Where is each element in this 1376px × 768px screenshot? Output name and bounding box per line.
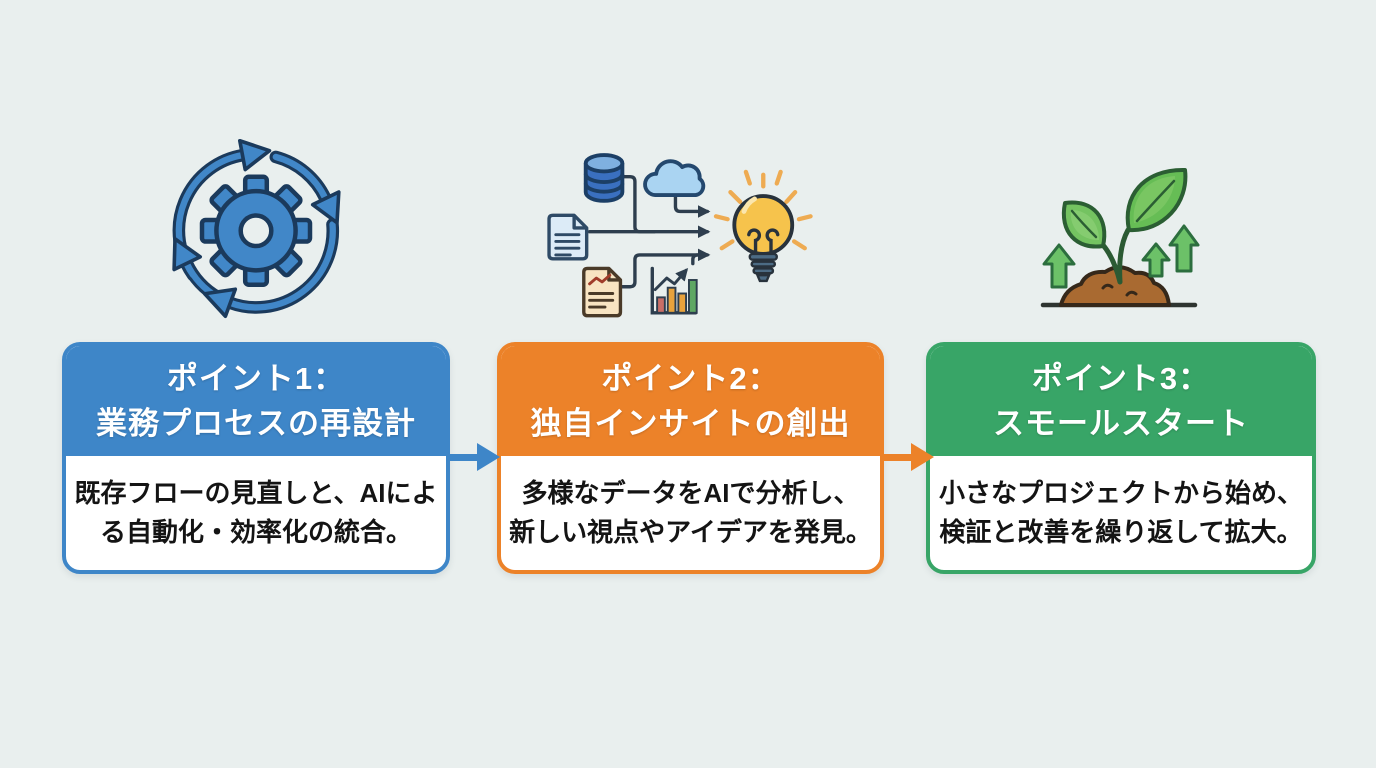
point-2-title-line1: ポイント2：	[601, 361, 780, 396]
point-3-card: ポイント3： スモールスタート 小さなプロジェクトから始め、 検証と改善を繰り返…	[926, 342, 1316, 574]
arrow-head-icon	[911, 443, 934, 471]
point-1-card: ポイント1： 業務プロセスの再設計 既存フローの見直しと、AIによ る自動化・効…	[62, 342, 450, 574]
lightbulb-icon	[713, 169, 813, 283]
gear	[199, 174, 313, 287]
point-1-body-line1: 既存フローの見直しと、AIによ	[74, 478, 438, 508]
point-2-body: 多様なデータをAIで分析し、 新しい視点やアイデアを発見。	[501, 456, 880, 570]
point-2-header: ポイント2： 独自インサイトの創出	[501, 346, 880, 456]
document-icon	[547, 213, 589, 261]
point-2-title-line2: 独自インサイトの創出	[530, 406, 851, 441]
cycle-arrows	[172, 138, 341, 319]
flow-arrows	[587, 175, 711, 289]
arrow-point1-to-point2	[449, 443, 500, 471]
sprout-growth-icon	[1021, 152, 1221, 322]
gear-cycle-icon	[166, 136, 346, 326]
gear-cycle-svg	[172, 138, 341, 319]
point-1-title-line2: 業務プロセスの再設計	[96, 406, 416, 441]
data-to-insight-svg	[547, 153, 813, 318]
point-2-body-line1: 多様なデータをAIで分析し、	[521, 478, 860, 508]
cloud-icon	[643, 159, 706, 198]
arrow-shaft	[883, 453, 911, 461]
point-3-title-line1: ポイント3：	[1031, 361, 1211, 396]
point-3-body: 小さなプロジェクトから始め、 検証と改善を繰り返して拡大。	[930, 456, 1312, 570]
arrow-point2-to-point3	[883, 443, 934, 471]
point-1-title-line1: ポイント1：	[166, 361, 346, 396]
point-3-body-line2: 検証と改善を繰り返して拡大。	[939, 517, 1303, 547]
point-1-body-line2: る自動化・効率化の統合。	[99, 517, 412, 547]
sprout-growth-svg	[1040, 167, 1200, 308]
point-3-header: ポイント3： スモールスタート	[930, 346, 1312, 456]
data-to-insight-icon	[543, 142, 833, 340]
point-2-body-line2: 新しい視点やアイデアを発見。	[509, 517, 872, 547]
point-2-card: ポイント2： 独自インサイトの創出 多様なデータをAIで分析し、 新しい視点やア…	[497, 342, 884, 574]
point-1-body: 既存フローの見直しと、AIによ る自動化・効率化の統合。	[66, 456, 446, 570]
point-1-header: ポイント1： 業務プロセスの再設計	[66, 346, 446, 456]
report-icon	[582, 266, 623, 318]
database-icon	[583, 153, 625, 203]
arrow-head-icon	[477, 443, 500, 471]
point-3-title-line2: スモールスタート	[993, 406, 1249, 441]
growth-arrows	[1042, 224, 1200, 289]
gear-hole	[238, 213, 274, 249]
sprout-plant	[1061, 167, 1188, 285]
point-3-body-line1: 小さなプロジェクトから始め、	[938, 478, 1303, 508]
bar-chart-icon	[650, 266, 698, 315]
arrow-shaft	[449, 453, 477, 461]
